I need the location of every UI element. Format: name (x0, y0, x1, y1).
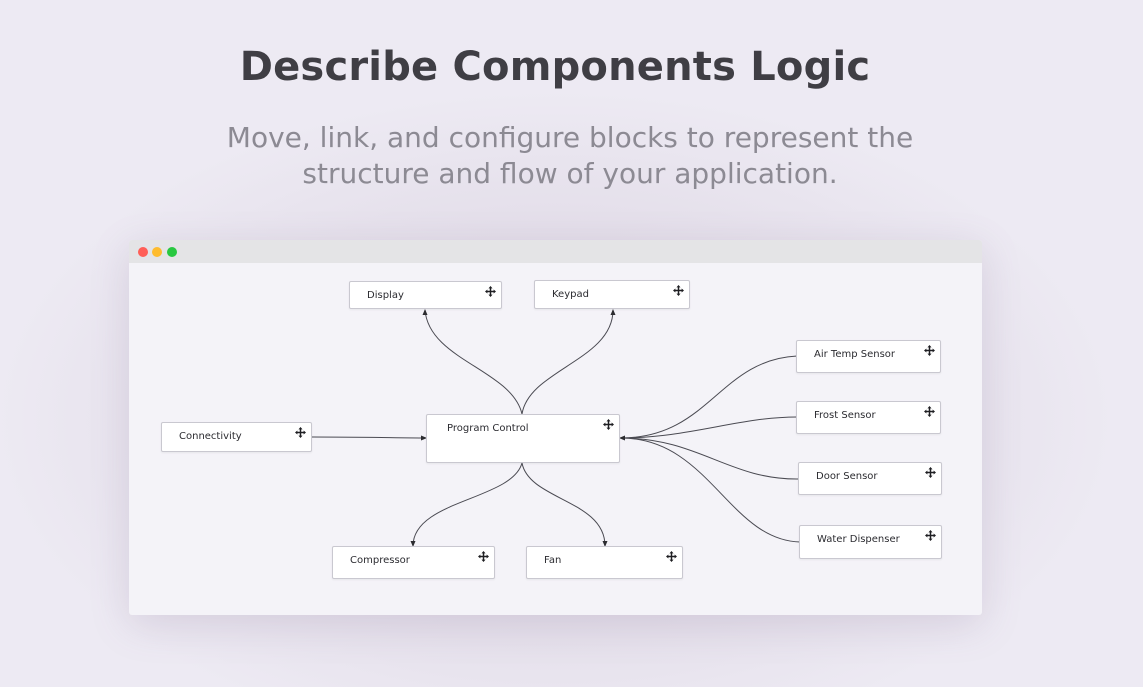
edge-connectivity-to-program-control[interactable] (311, 436, 427, 439)
move-icon[interactable] (666, 551, 677, 562)
node-connectivity[interactable]: Connectivity (161, 422, 312, 452)
page-subtitle: Move, link, and configure blocks to repr… (170, 120, 970, 192)
node-air-temp-sensor[interactable]: Air Temp Sensor (796, 340, 941, 373)
arrow-compressor (410, 541, 416, 547)
move-icon[interactable] (485, 286, 496, 297)
move-icon[interactable] (295, 427, 306, 438)
subtitle-line-1: Move, link, and configure blocks to repr… (226, 121, 914, 154)
move-icon[interactable] (924, 345, 935, 356)
edge-program-control-to-keypad[interactable] (521, 309, 614, 415)
move-icon[interactable] (925, 530, 936, 541)
maximize-window-button[interactable] (167, 247, 177, 257)
arrow-connectivity (421, 435, 427, 441)
edge-program-control-to-fan[interactable] (521, 462, 606, 547)
edge-water-dispenser-to-program-control[interactable] (620, 437, 801, 543)
node-display[interactable]: Display (349, 281, 502, 309)
move-icon[interactable] (924, 406, 935, 417)
node-label: Water Dispenser (817, 534, 900, 545)
move-icon[interactable] (673, 285, 684, 296)
diagram-canvas[interactable]: Display Keypad Air Temp Sensor Frost Sen… (129, 240, 982, 615)
node-label: Fan (544, 555, 562, 566)
arrow-fan (602, 541, 608, 547)
node-label: Connectivity (179, 431, 242, 442)
node-water-dispenser[interactable]: Water Dispenser (799, 525, 942, 559)
node-label: Air Temp Sensor (814, 349, 896, 360)
edge-frost-sensor-to-program-control[interactable] (620, 416, 798, 439)
app-window: Display Keypad Air Temp Sensor Frost Sen… (129, 240, 982, 615)
close-window-button[interactable] (138, 247, 148, 257)
edge-program-control-to-compressor[interactable] (412, 462, 523, 547)
arrow-program-control-inputs (619, 435, 625, 441)
subtitle-line-2: structure and flow of your application. (302, 157, 838, 190)
arrow-keypad (610, 309, 616, 315)
node-door-sensor[interactable]: Door Sensor (798, 462, 942, 495)
node-label: Keypad (552, 289, 589, 300)
node-label: Display (367, 290, 404, 301)
edge-air-temp-sensor-to-program-control[interactable] (620, 355, 798, 439)
node-label: Compressor (350, 555, 410, 566)
move-icon[interactable] (603, 419, 614, 430)
node-label: Program Control (447, 423, 529, 434)
edge-program-control-to-display[interactable] (424, 309, 523, 415)
edge-door-sensor-to-program-control[interactable] (620, 437, 800, 480)
node-fan[interactable]: Fan (526, 546, 683, 579)
node-label: Door Sensor (816, 471, 878, 482)
arrow-display (422, 309, 428, 315)
node-frost-sensor[interactable]: Frost Sensor (796, 401, 941, 434)
node-keypad[interactable]: Keypad (534, 280, 690, 309)
move-icon[interactable] (478, 551, 489, 562)
node-label: Frost Sensor (814, 410, 876, 421)
minimize-window-button[interactable] (152, 247, 162, 257)
diagram-edges (311, 309, 801, 547)
node-program-control[interactable]: Program Control (426, 414, 620, 463)
window-titlebar (129, 240, 982, 263)
page-title: Describe Components Logic (239, 44, 871, 90)
node-compressor[interactable]: Compressor (332, 546, 495, 579)
move-icon[interactable] (925, 467, 936, 478)
